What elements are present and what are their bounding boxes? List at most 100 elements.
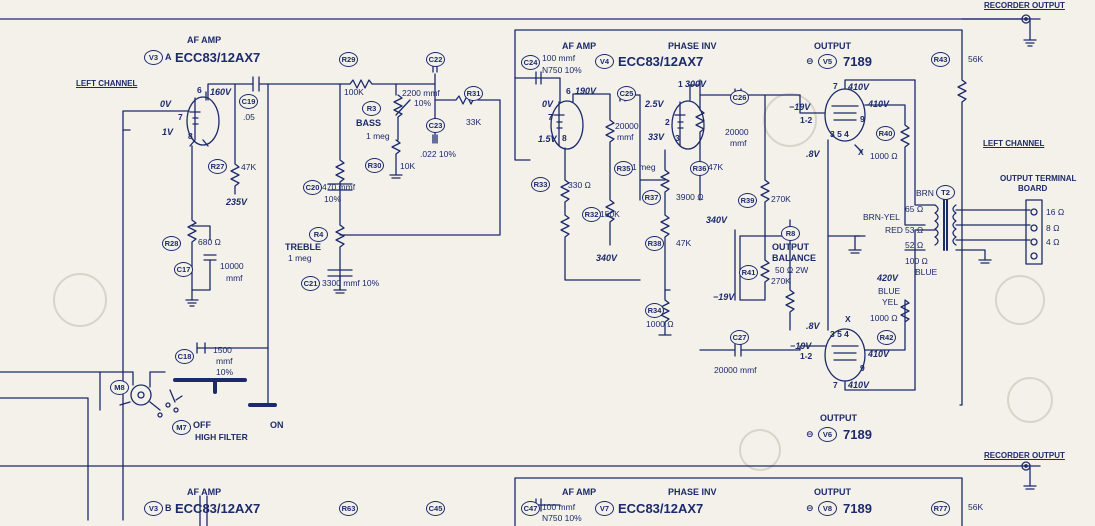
r27-ref: R27 <box>208 159 227 174</box>
v4b-pin3: 3 <box>675 133 680 143</box>
c47-ref: C47 <box>521 501 540 516</box>
r27-value: 47K <box>241 162 257 172</box>
v5-x-marker: X <box>858 147 864 157</box>
v6-type: 7189 <box>843 427 872 442</box>
b-plus-340-b: 340V <box>706 215 728 225</box>
v5-minus-marker: ⊖ <box>806 56 814 66</box>
v3b-type: ECC83/12AX7 <box>175 501 261 516</box>
t2-red-label: RED <box>885 225 903 235</box>
bass-label: BASS <box>356 118 382 128</box>
r41-value: 270K <box>771 276 791 286</box>
v6-screen-voltage: 410V <box>868 349 890 359</box>
r36-ref: R36 <box>690 161 709 176</box>
left-channel-output-label: LEFT CHANNEL <box>983 139 1045 148</box>
r63-ref: R63 <box>339 501 358 516</box>
t2-ref: T2 <box>936 185 955 200</box>
r32-value: 150K <box>600 209 620 219</box>
v5-function: OUTPUT <box>814 41 851 51</box>
v3a-function: AF AMP <box>187 35 222 45</box>
r8-ref: R8 <box>781 226 800 241</box>
v4b-grid-voltage: 2.5V <box>645 99 664 109</box>
terminal-4-label: 4 Ω <box>1046 237 1060 247</box>
b-plus-340-a: 340V <box>596 253 618 263</box>
output-balance-label: OUTPUT <box>772 242 809 252</box>
c24-value: 100 mmf <box>542 53 576 63</box>
left-channel-label: LEFT CHANNEL <box>76 79 138 88</box>
r28-ref: R28 <box>162 236 181 251</box>
on-label: ON <box>270 420 284 430</box>
v6-pin9: 9 <box>860 363 865 373</box>
v4b-plate-voltage: 300V <box>685 79 707 89</box>
v6-grid-bias: −19V <box>790 341 812 351</box>
r43-value: 56K <box>968 54 984 64</box>
r77-value: 56K <box>968 502 984 512</box>
v4-ref: V4 <box>595 54 614 69</box>
c20-tolerance: 10% <box>324 194 342 204</box>
c27-value: 20000 mmf <box>714 365 757 375</box>
r28-value: 680 Ω <box>198 237 221 247</box>
r42-value: 1000 Ω <box>870 313 898 323</box>
v8-function: OUTPUT <box>814 487 851 497</box>
r4-value: 1 meg <box>288 253 312 263</box>
r35-ref: R35 <box>614 161 633 176</box>
v4-type: ECC83/12AX7 <box>618 54 704 69</box>
v7-phase-inv: PHASE INV <box>668 487 717 497</box>
c26-value: 20000 <box>725 127 749 137</box>
r3-value: 1 meg <box>366 131 390 141</box>
v3a-pin7: 7 <box>178 112 183 122</box>
c19-capacitor <box>252 76 260 92</box>
c26-units: mmf <box>730 138 747 148</box>
r34-ref: R34 <box>645 303 664 318</box>
c22-value: 2200 mmf <box>402 88 440 98</box>
r33-value: 330 Ω <box>568 180 591 190</box>
m8-ref: M8 <box>110 380 129 395</box>
v5-screen-voltage: 410V <box>868 99 890 109</box>
v5-pin354: 3 5 4 <box>830 129 849 139</box>
c19-ref: C19 <box>239 94 258 109</box>
r41-ref: R41 <box>739 265 758 280</box>
c23-value: .022 10% <box>420 149 456 159</box>
r34-value: 1000 Ω <box>646 319 674 329</box>
terminal-8-label: 8 Ω <box>1046 223 1060 233</box>
r38-value: 47K <box>676 238 692 248</box>
output-terminal-board-label-2: BOARD <box>1018 184 1048 193</box>
m7-ref: M7 <box>172 420 191 435</box>
v3b-suffix: B <box>165 503 172 513</box>
output-balance-label-2: BALANCE <box>772 253 816 263</box>
v4a-pin7: 7 <box>548 112 553 122</box>
v4a-pin8: 8 <box>562 133 567 143</box>
c18-ref: C18 <box>175 349 194 364</box>
recorder-output-bottom-label: RECORDER OUTPUT <box>984 451 1065 460</box>
c19-value: .05 <box>243 112 255 122</box>
v4a-plate-voltage: 190V <box>575 86 597 96</box>
c25-units: mmf <box>617 132 634 142</box>
high-filter-label: HIGH FILTER <box>195 432 248 442</box>
c17-ref: C17 <box>174 262 193 277</box>
v3-ref: V3 <box>144 50 163 65</box>
c22-tolerance: 10% <box>414 98 432 108</box>
c17-value: 10000 <box>220 261 244 271</box>
v7-function: AF AMP <box>562 487 597 497</box>
r33-ref: R33 <box>531 177 550 192</box>
v4a-cathode-voltage: 1.5V <box>538 134 557 144</box>
v4a-grid-voltage: 0V <box>542 99 554 109</box>
v5-pin7: 7 <box>833 81 838 91</box>
c25-ref: C25 <box>617 86 636 101</box>
v4b-pin2: 2 <box>665 117 670 127</box>
v4-phase-inv: PHASE INV <box>668 41 717 51</box>
v7-type: ECC83/12AX7 <box>618 501 704 516</box>
t2-brn-label: BRN <box>916 188 934 198</box>
output-terminal-board-label: OUTPUT TERMINAL <box>1000 174 1077 183</box>
t2-blueyel-label-2: YEL <box>882 297 899 307</box>
c20-ref: C20 <box>303 180 322 195</box>
r40-value: 1000 Ω <box>870 151 898 161</box>
v6-plate-voltage: 410V <box>848 380 870 390</box>
r42-ref: R42 <box>877 330 896 345</box>
v3b-ref: V3 <box>144 501 163 516</box>
v6-minus-marker: ⊖ <box>806 429 814 439</box>
c24-ref: C24 <box>521 55 540 70</box>
v3b-function: AF AMP <box>187 487 222 497</box>
c18-tolerance: 10% <box>216 367 234 377</box>
v3a-pin6: 6 <box>197 85 202 95</box>
